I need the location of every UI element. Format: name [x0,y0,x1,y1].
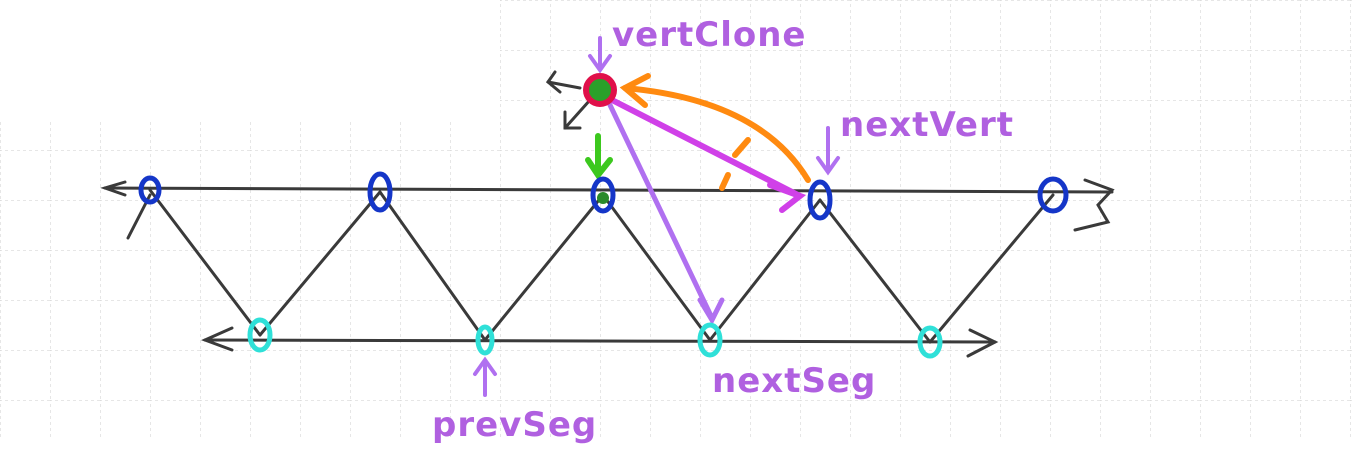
orange-link-arrow [619,73,811,191]
bottom-rail-right-arrow [966,328,999,358]
top-vertex [590,176,616,214]
next-seg-vertex [697,322,723,358]
top-vertex [367,171,393,213]
clone-tail-arrows [545,70,592,130]
next-vert-vertex [807,179,833,221]
prev-seg-label: prevSeg [432,405,597,445]
prev-seg-vertex [475,324,495,356]
label-pointers [473,36,840,397]
green-arrow [585,133,613,181]
magenta-arrow [609,97,807,213]
top-rail [103,186,1114,194]
triangle-edges [148,188,1055,344]
vert-clone-vertex [583,73,617,107]
next-seg-label: nextSeg [712,361,876,401]
bottom-rail [203,338,997,344]
top-rail-left-arrow [100,180,127,197]
bottom-vertices [247,317,943,359]
next-vert-label: nextVert [840,105,1014,145]
bottom-vertex [917,325,943,359]
top-rail-right-arrow [1073,178,1115,232]
vert-clone-label: vertClone [612,15,806,55]
grid-paper [0,0,1354,440]
bottom-vertex [247,317,273,353]
top-vertex [1037,176,1069,214]
bottom-rail-left-arrow [201,326,234,352]
top-vertex [138,175,162,205]
top-vertices [138,171,1069,221]
lavender-arrow [607,102,725,326]
